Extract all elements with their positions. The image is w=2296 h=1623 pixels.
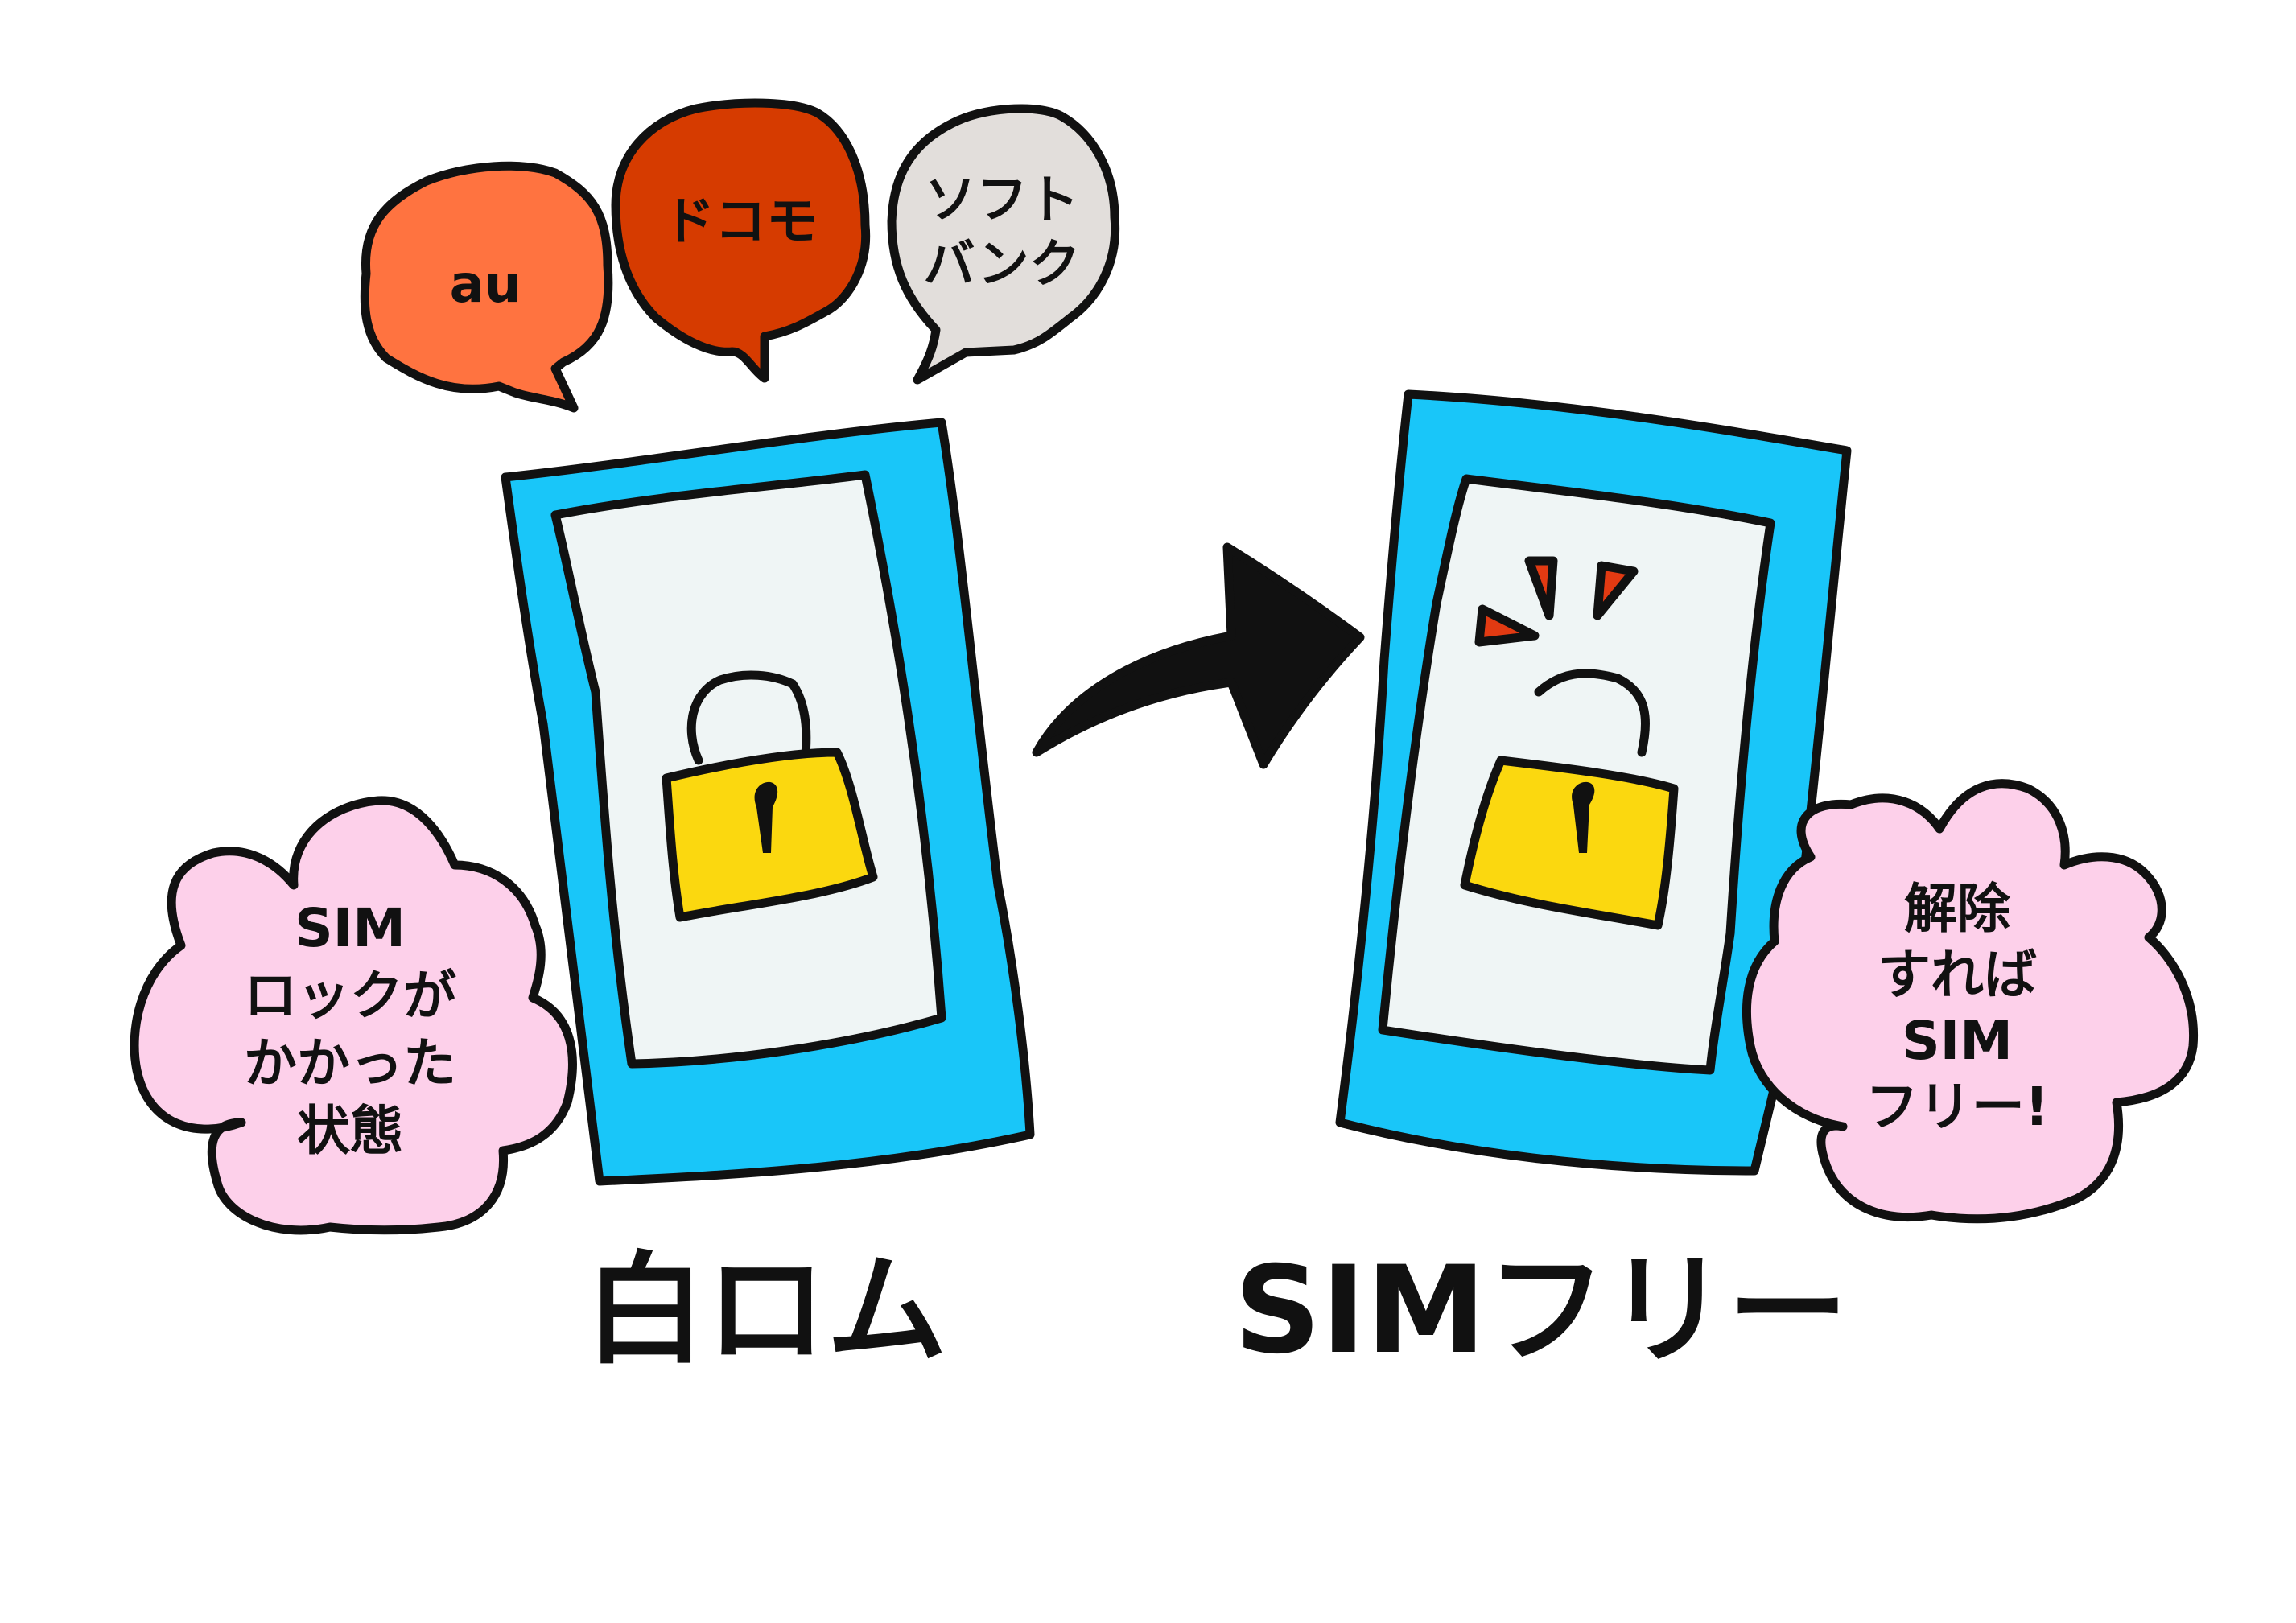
- bubble-docomo-label: ドコモ: [663, 192, 818, 252]
- padlock-closed-icon: [662, 670, 878, 922]
- cloud-right: 解除 すれば SIM フリー!: [1742, 779, 2199, 1224]
- bubble-softbank-line2: バンク: [923, 235, 1080, 295]
- bubble-docomo: ドコモ: [611, 98, 871, 383]
- bubble-au: au: [360, 161, 613, 413]
- caption-left: 白ロム: [585, 1241, 947, 1381]
- cloud-right-line4: フリー!: [1865, 1076, 2049, 1138]
- caption-right: SIMフリー: [1234, 1241, 1848, 1381]
- phone-right: [1335, 389, 1852, 1176]
- bubble-softbank: ソフト バンク: [887, 104, 1120, 385]
- sparkle-marks: [1474, 556, 1639, 647]
- cloud-left-line4: 状態: [297, 1100, 403, 1162]
- cloud-left-line1: SIM: [295, 897, 406, 959]
- bubble-softbank-line1: ソフト: [925, 171, 1079, 230]
- curved-right-arrow-icon: [1032, 542, 1365, 769]
- cloud-right-line2: すれば: [1878, 944, 2037, 1006]
- cloud-left-line3: かかった: [244, 1032, 456, 1094]
- phone-left: [501, 418, 1035, 1186]
- cloud-right-line3: SIM: [1902, 1010, 2013, 1072]
- cloud-left-line2: ロックが: [244, 965, 456, 1027]
- padlock-open-icon: [1460, 669, 1679, 930]
- bubble-au-label: au: [450, 255, 521, 315]
- cloud-right-line1: 解除: [1904, 878, 2011, 940]
- cloud-left: SIM ロックが かかった 状態: [130, 796, 577, 1235]
